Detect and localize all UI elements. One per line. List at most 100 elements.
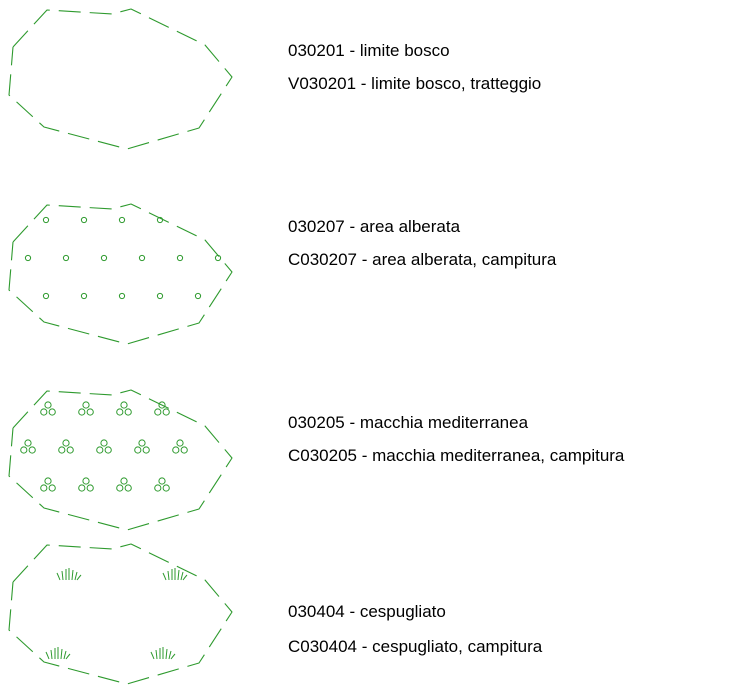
shrub-cluster-mark bbox=[40, 477, 56, 492]
grass-tuft-mark bbox=[56, 568, 82, 581]
shrub-cluster-mark bbox=[154, 401, 170, 416]
grass-blade bbox=[155, 649, 158, 660]
shrub-cluster-mark bbox=[116, 477, 132, 492]
grass-blade bbox=[168, 650, 172, 660]
grass-blade bbox=[165, 648, 168, 660]
tree-circle-mark bbox=[62, 254, 70, 262]
tree-circle-mark bbox=[176, 254, 184, 262]
grass-blade bbox=[56, 572, 61, 581]
shrub-circle bbox=[154, 484, 162, 492]
tree-circle-mark bbox=[138, 254, 146, 262]
shrub-circle bbox=[162, 484, 170, 492]
shrub-cluster-mark bbox=[116, 401, 132, 416]
tree-circle-mark bbox=[118, 216, 126, 224]
grass-blade bbox=[76, 574, 82, 581]
shrub-circle bbox=[124, 484, 132, 492]
tree-circle-mark bbox=[194, 292, 202, 300]
shrub-circle bbox=[82, 477, 90, 485]
shrub-circle bbox=[96, 446, 104, 454]
legend-code-v030201: V030201 - limite bosco, tratteggio bbox=[288, 74, 542, 93]
grass-blade bbox=[180, 571, 184, 581]
grass-blade bbox=[63, 650, 67, 660]
grass-blade bbox=[60, 648, 63, 660]
shrub-circle bbox=[62, 439, 70, 447]
grass-tuft-mark bbox=[45, 647, 71, 660]
shrub-circle bbox=[158, 477, 166, 485]
shrub-circle bbox=[20, 446, 28, 454]
legend-code-030205: 030205 - macchia mediterranea bbox=[288, 413, 529, 432]
shrub-circle bbox=[40, 484, 48, 492]
shrub-circle bbox=[100, 439, 108, 447]
shrub-circle bbox=[134, 446, 142, 454]
legend-code-030201: 030201 - limite bosco bbox=[288, 41, 450, 60]
shrub-cluster-mark bbox=[58, 439, 74, 454]
area-alberata-symbol bbox=[8, 203, 233, 345]
tree-circle-mark bbox=[156, 216, 164, 224]
shrub-circle bbox=[86, 484, 94, 492]
shrub-cluster-mark bbox=[40, 401, 56, 416]
grass-blade bbox=[71, 569, 74, 581]
shrub-cluster-mark bbox=[78, 401, 94, 416]
tree-circle-mark bbox=[42, 292, 50, 300]
dashed-boundary-outline bbox=[8, 8, 233, 150]
shrub-circle bbox=[104, 446, 112, 454]
limite-bosco-symbol bbox=[8, 8, 233, 150]
tree-circle-mark bbox=[80, 292, 88, 300]
shrub-cluster-mark bbox=[78, 477, 94, 492]
dashed-boundary-outline bbox=[8, 203, 233, 345]
shrub-circle bbox=[172, 446, 180, 454]
shrub-circle bbox=[44, 401, 52, 409]
shrub-circle bbox=[66, 446, 74, 454]
shrub-cluster-mark bbox=[20, 439, 36, 454]
grass-blade bbox=[74, 571, 78, 581]
shrub-circle bbox=[48, 484, 56, 492]
shrub-circle bbox=[40, 408, 48, 416]
shrub-circle bbox=[162, 408, 170, 416]
grass-blade bbox=[50, 649, 53, 660]
shrub-circle bbox=[116, 484, 124, 492]
shrub-circle bbox=[180, 446, 188, 454]
tree-circle-mark bbox=[118, 292, 126, 300]
grass-blade bbox=[61, 570, 64, 581]
shrub-circle bbox=[176, 439, 184, 447]
shrub-cluster-mark bbox=[96, 439, 112, 454]
grass-tuft-mark bbox=[150, 647, 176, 660]
grass-blade bbox=[45, 651, 50, 660]
shrub-circle bbox=[116, 408, 124, 416]
shrub-circle bbox=[154, 408, 162, 416]
grass-blade bbox=[150, 651, 155, 660]
grass-blade bbox=[170, 653, 176, 660]
grass-blade bbox=[177, 569, 180, 581]
grass-blade bbox=[65, 653, 71, 660]
legend-code-c030404: C030404 - cespugliato, campitura bbox=[288, 637, 543, 656]
legend-code-030207: 030207 - area alberata bbox=[288, 217, 461, 236]
dashed-boundary-outline bbox=[8, 389, 233, 531]
shrub-circle bbox=[28, 446, 36, 454]
shrub-circle bbox=[78, 408, 86, 416]
shrub-cluster-mark bbox=[134, 439, 150, 454]
shrub-circle bbox=[44, 477, 52, 485]
tree-circle-mark bbox=[100, 254, 108, 262]
tree-circle-mark bbox=[24, 254, 32, 262]
tree-circle-mark bbox=[42, 216, 50, 224]
grass-tuft-mark bbox=[162, 568, 188, 581]
shrub-circle bbox=[124, 408, 132, 416]
tree-circle-mark bbox=[156, 292, 164, 300]
shrub-circle bbox=[120, 401, 128, 409]
shrub-circle bbox=[142, 446, 150, 454]
shrub-cluster-mark bbox=[154, 477, 170, 492]
shrub-circle bbox=[78, 484, 86, 492]
shrub-circle bbox=[82, 401, 90, 409]
shrub-circle bbox=[48, 408, 56, 416]
shrub-circle bbox=[58, 446, 66, 454]
tree-circle-mark bbox=[214, 254, 222, 262]
cespugliato-symbol bbox=[8, 543, 233, 685]
shrub-circle bbox=[120, 477, 128, 485]
grass-blade bbox=[182, 574, 188, 581]
tree-circle-mark bbox=[80, 216, 88, 224]
shrub-cluster-mark bbox=[172, 439, 188, 454]
shrub-circle bbox=[158, 401, 166, 409]
grass-blade bbox=[162, 572, 167, 581]
grass-blade bbox=[167, 570, 170, 581]
